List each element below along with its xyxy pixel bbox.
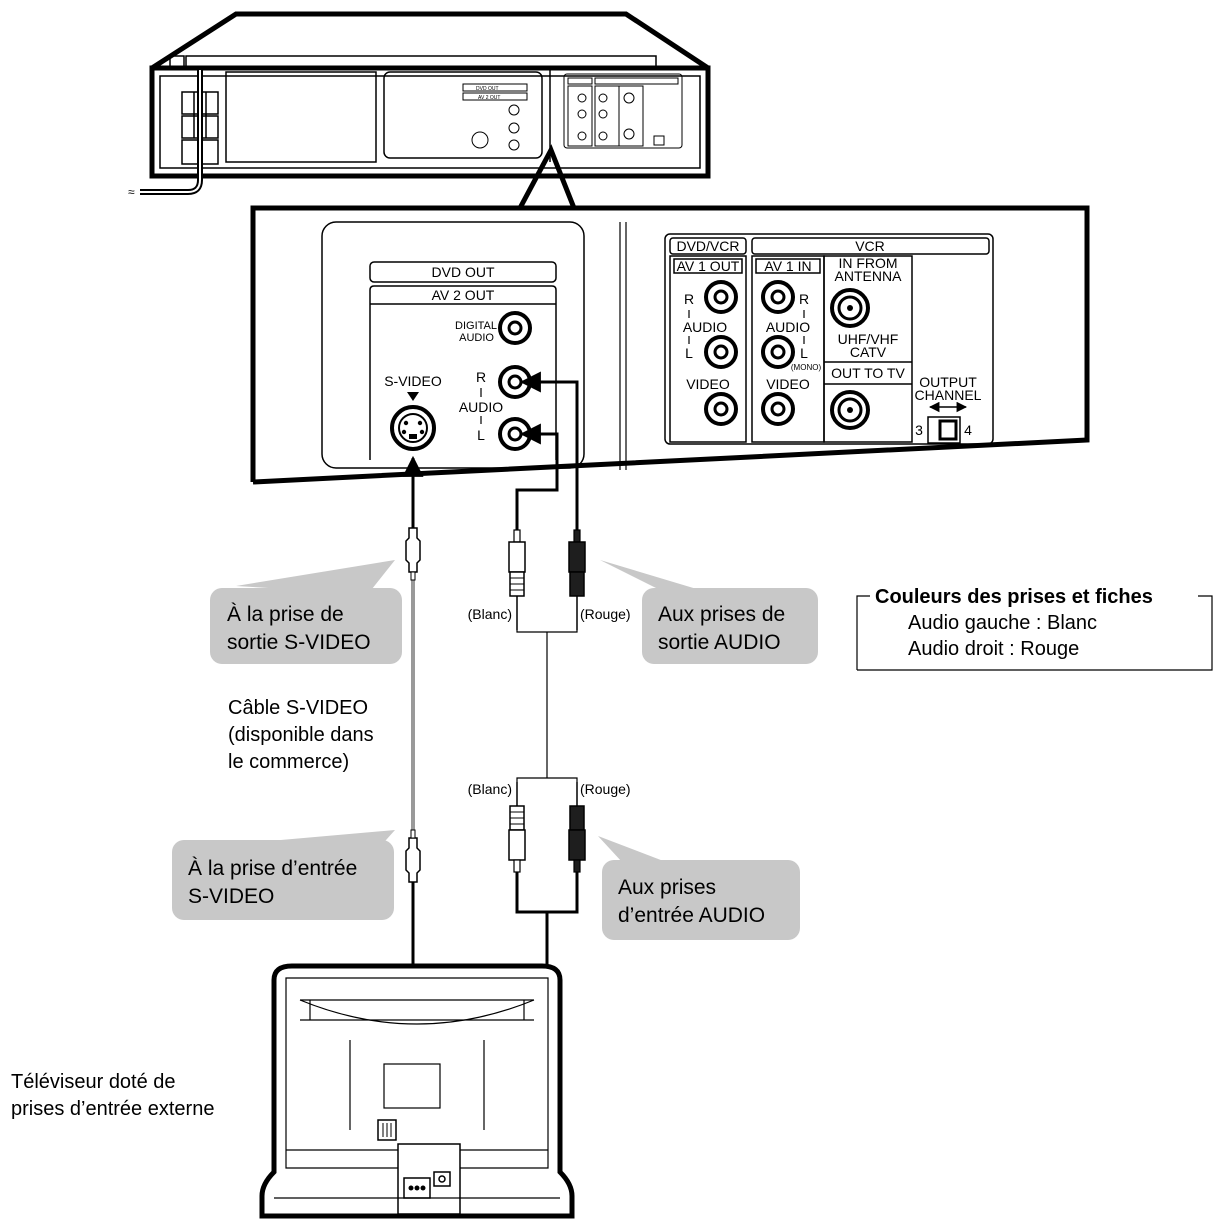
legend-title: Couleurs des prises et fiches <box>875 586 1153 608</box>
channel-label: CHANNEL <box>915 387 982 403</box>
callout-svideo-out-line1: À la prise de <box>227 603 344 626</box>
out-to-tv-label: OUT TO TV <box>831 365 905 381</box>
av1-out-video-label: VIDEO <box>686 376 730 392</box>
svg-text:≈: ≈ <box>128 185 135 199</box>
s-video-out-jack[interactable] <box>390 405 436 451</box>
legend-left: Audio gauche : Blanc <box>908 612 1097 634</box>
legend-right: Audio droit : Rouge <box>908 638 1079 660</box>
av1-out-r-jack[interactable] <box>704 280 738 314</box>
mini-dvd-out-panel <box>462 83 528 151</box>
mini-vcr-panel <box>563 73 683 149</box>
television <box>259 963 575 1219</box>
av1-in-l-jack[interactable] <box>761 335 795 369</box>
callout-svideo-out-line2: sortie S-VIDEO <box>227 631 371 654</box>
output-channel-switch[interactable] <box>927 416 961 444</box>
upper-rouge-label: (Rouge) <box>580 606 631 622</box>
av1-in-label: AV 1 IN <box>764 258 811 274</box>
in-from-label: IN FROM <box>838 255 897 271</box>
callout-audio-out: Aux prises de sortie AUDIO <box>600 560 818 664</box>
lower-white-plug <box>508 782 526 873</box>
catv-label: CATV <box>850 344 887 360</box>
callout-svideo-in: À la prise d’entrée S-VIDEO <box>172 830 395 920</box>
callout-audio-in: Aux prises d’entrée AUDIO <box>598 836 800 940</box>
av2-out-label: AV 2 OUT <box>432 287 495 303</box>
callout-audio-in-line2: d’entrée AUDIO <box>618 904 765 927</box>
upper-blanc-label: (Blanc) <box>468 606 512 622</box>
callout-audio-out-line1: Aux prises de <box>658 603 785 626</box>
dvd-vcr-device: ≈ DVD OUT AV 2 OUT <box>128 11 711 199</box>
audio-word-label: AUDIO <box>459 399 503 415</box>
av1-out-r-label: R <box>684 291 694 307</box>
output-label: OUTPUT <box>919 374 977 390</box>
svideo-cable-caption-line2: (disponible dans <box>228 724 374 746</box>
callout-audio-in-line1: Aux prises <box>618 876 716 899</box>
upper-red-plug <box>568 529 586 630</box>
av1-out-audio-label: AUDIO <box>683 319 727 335</box>
channel-3-label: 3 <box>915 422 923 438</box>
av1-in-video-jack[interactable] <box>761 392 795 426</box>
digital-label: DIGITAL <box>455 320 497 332</box>
antenna-in-jack[interactable] <box>830 288 870 328</box>
av1-in-l-label: L <box>800 345 808 361</box>
callout-svideo-in-line1: À la prise d’entrée <box>188 857 357 880</box>
callout-svideo-in-line2: S-VIDEO <box>188 885 274 908</box>
av1-out-video-jack[interactable] <box>704 392 738 426</box>
zoomed-rear-panel: DVD OUT AV 2 OUT DIGITAL AUDIO R AUDIO L… <box>250 205 1090 485</box>
svg-text:DVD OUT: DVD OUT <box>476 86 499 92</box>
digital-audio-label: AUDIO <box>459 332 494 344</box>
color-legend: Couleurs des prises et fiches Audio gauc… <box>856 586 1213 671</box>
dvd-vcr-label: DVD/VCR <box>676 238 739 254</box>
channel-4-label: 4 <box>964 422 972 438</box>
audio-cable: (Blanc) (Rouge) (Blanc) (Rouge) <box>427 371 631 1073</box>
audio-r-label: R <box>476 369 486 385</box>
dvd-out-label: DVD OUT <box>432 264 495 280</box>
av1-out-l-jack[interactable] <box>704 335 738 369</box>
tv-caption-line1: Téléviseur doté de <box>11 1071 176 1093</box>
out-to-tv-jack[interactable] <box>830 390 870 430</box>
lower-blanc-label: (Blanc) <box>468 781 512 797</box>
callout-svideo-out: À la prise de sortie S-VIDEO <box>210 560 402 664</box>
svg-text:AV 2 OUT: AV 2 OUT <box>478 95 500 101</box>
zoom-pointer <box>517 144 577 210</box>
vcr-label: VCR <box>855 238 885 254</box>
av1-in-audio-label: AUDIO <box>766 319 810 335</box>
svideo-cable-caption-line3: le commerce) <box>228 751 349 773</box>
dvd-out-section <box>369 261 557 460</box>
vcr-section <box>664 233 994 445</box>
lower-rouge-label: (Rouge) <box>580 781 631 797</box>
mono-label: (MONO) <box>791 363 822 372</box>
audio-l-label: L <box>477 427 485 443</box>
av1-in-r-jack[interactable] <box>761 280 795 314</box>
tv-caption-line2: prises d’entrée externe <box>11 1098 214 1120</box>
av1-out-label: AV 1 OUT <box>677 258 740 274</box>
antenna-label: ANTENNA <box>835 268 903 284</box>
digital-audio-jack[interactable] <box>498 311 532 345</box>
s-video-label: S-VIDEO <box>384 373 442 389</box>
uhf-vhf-label: UHF/VHF <box>838 331 899 347</box>
svideo-cable-caption-line1: Câble S-VIDEO <box>228 697 368 719</box>
callout-audio-out-line2: sortie AUDIO <box>658 631 781 654</box>
upper-white-plug <box>508 529 526 630</box>
av1-out-l-label: L <box>685 345 693 361</box>
lower-red-plug <box>568 782 586 873</box>
av1-in-video-label: VIDEO <box>766 376 810 392</box>
av1-in-r-label: R <box>799 291 809 307</box>
